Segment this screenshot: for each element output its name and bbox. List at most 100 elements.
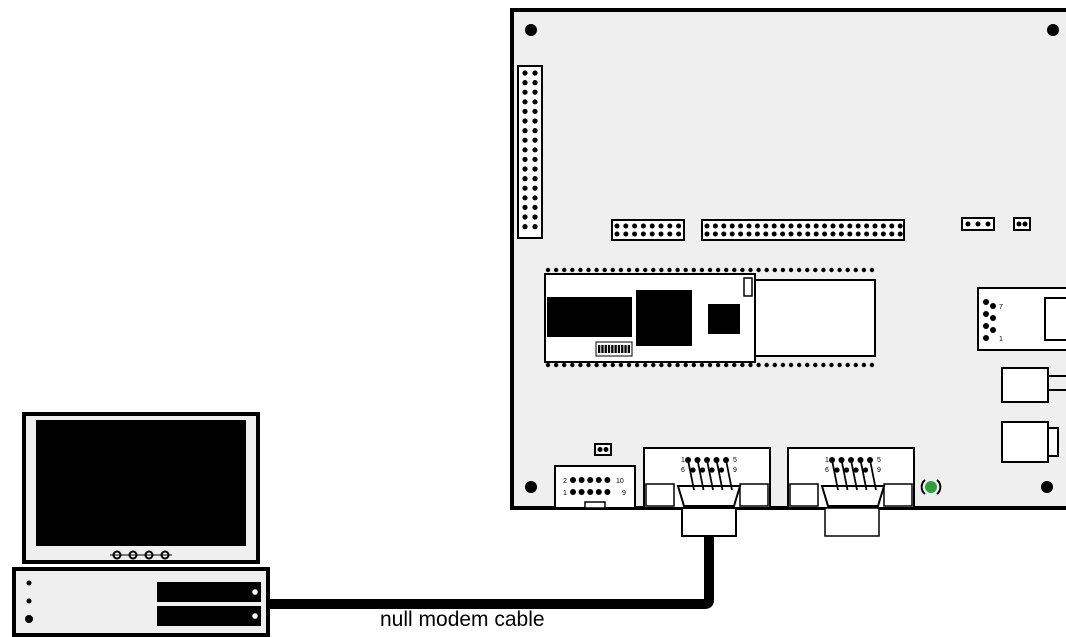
pin-dot bbox=[570, 489, 576, 495]
pin-dot bbox=[578, 362, 583, 368]
pin-dot bbox=[829, 267, 834, 273]
pin-dot bbox=[732, 362, 737, 368]
pin-dot bbox=[643, 267, 648, 273]
pin-dot bbox=[715, 362, 721, 368]
pin-dot bbox=[872, 231, 878, 237]
db9-1-pin-label-1: 1 bbox=[681, 457, 685, 464]
pin-dot bbox=[570, 267, 575, 273]
pin-dot bbox=[707, 267, 713, 273]
pin-lead bbox=[715, 459, 724, 491]
pin-dot bbox=[872, 223, 878, 229]
pin-dot bbox=[740, 267, 745, 273]
pin-dot bbox=[746, 231, 752, 237]
pin-dot bbox=[847, 223, 853, 229]
processor-module bbox=[544, 267, 876, 368]
pin-dot bbox=[659, 362, 664, 368]
computer-case bbox=[12, 567, 270, 637]
pin-dot bbox=[532, 156, 538, 162]
pin-dot bbox=[522, 166, 528, 172]
idc-connector: 2 10 1 9 bbox=[554, 465, 636, 509]
serial-port-1: 1 5 6 9 bbox=[643, 447, 771, 537]
pin-dot bbox=[897, 223, 903, 229]
pin-dot bbox=[632, 231, 638, 237]
pin-dot bbox=[721, 223, 727, 229]
pin-dot bbox=[813, 362, 818, 368]
pin-dot bbox=[522, 108, 528, 114]
pin-dot bbox=[634, 362, 640, 368]
pin-dot bbox=[788, 362, 794, 368]
pin-dot bbox=[676, 223, 682, 229]
pin-dot bbox=[595, 477, 602, 483]
pin-dot bbox=[796, 267, 802, 273]
pin-dot bbox=[796, 231, 802, 237]
rj-pin-label-7: 7 bbox=[999, 304, 1003, 311]
pin-dot bbox=[855, 231, 861, 237]
pin-dot bbox=[626, 267, 632, 273]
pin-dot bbox=[746, 223, 752, 229]
pin-dot bbox=[594, 267, 599, 273]
pin-dot bbox=[667, 223, 673, 229]
pin-dot bbox=[676, 231, 682, 237]
pin-dot bbox=[691, 362, 696, 368]
pin-dot bbox=[532, 70, 538, 76]
pin-dot bbox=[864, 223, 870, 229]
pin-dot bbox=[748, 267, 753, 273]
pin-dot bbox=[880, 231, 886, 237]
pin-dot bbox=[623, 223, 629, 229]
pin-dot bbox=[522, 89, 528, 95]
db9-2-pin-label-6: 6 bbox=[825, 467, 829, 474]
pin-dot bbox=[522, 195, 528, 201]
pin-dot bbox=[822, 223, 828, 229]
pin-dot bbox=[740, 362, 745, 368]
status-led bbox=[920, 479, 942, 495]
pin-dot bbox=[522, 99, 528, 105]
dip-segment bbox=[611, 345, 614, 353]
pin-dot bbox=[889, 231, 895, 237]
pin-dot bbox=[805, 231, 811, 237]
module-connector-tab bbox=[743, 277, 753, 297]
dip-segment bbox=[624, 345, 627, 353]
pin-dot bbox=[614, 223, 620, 229]
pin-dot bbox=[756, 267, 761, 273]
pin-dot bbox=[651, 362, 656, 368]
serial-plug bbox=[824, 507, 880, 537]
idc-pin-label-9: 9 bbox=[622, 490, 626, 497]
pin-dot bbox=[618, 267, 624, 273]
pin-dot bbox=[821, 362, 826, 368]
pin-dot bbox=[718, 467, 725, 473]
dip-segment bbox=[601, 345, 604, 353]
pin-dot bbox=[834, 467, 840, 473]
pin-dot bbox=[522, 147, 528, 153]
pin-dot bbox=[796, 223, 802, 229]
pin-dot bbox=[748, 362, 753, 368]
pin-dot bbox=[614, 231, 620, 237]
pin-dot bbox=[853, 467, 859, 473]
mount-hole-bl bbox=[525, 481, 537, 493]
pin-dot bbox=[632, 223, 638, 229]
pin-dot bbox=[853, 267, 858, 273]
pin-dot bbox=[643, 362, 648, 368]
pin-lead bbox=[687, 459, 695, 491]
pin-dot bbox=[764, 362, 769, 368]
pin-dot bbox=[780, 223, 786, 229]
pin-dot bbox=[587, 489, 594, 495]
pin-dot bbox=[532, 166, 538, 172]
pin-dot bbox=[570, 362, 575, 368]
pin-dot bbox=[578, 267, 583, 273]
pin-dot bbox=[610, 267, 615, 273]
dip-segment bbox=[604, 345, 607, 353]
jumper-3pin bbox=[961, 217, 995, 231]
pin-dot bbox=[532, 89, 538, 95]
serial-plug bbox=[681, 507, 737, 537]
pin-dot bbox=[805, 223, 811, 229]
pin-lead bbox=[831, 459, 839, 491]
monitor bbox=[22, 412, 260, 564]
pin-dot bbox=[843, 467, 850, 473]
pin-dot bbox=[830, 231, 836, 237]
pin-dot bbox=[838, 223, 844, 229]
pin-dot bbox=[667, 231, 673, 237]
pin-dot bbox=[587, 477, 594, 483]
drive-bay-2 bbox=[157, 606, 261, 626]
jumper-idc bbox=[594, 443, 612, 456]
